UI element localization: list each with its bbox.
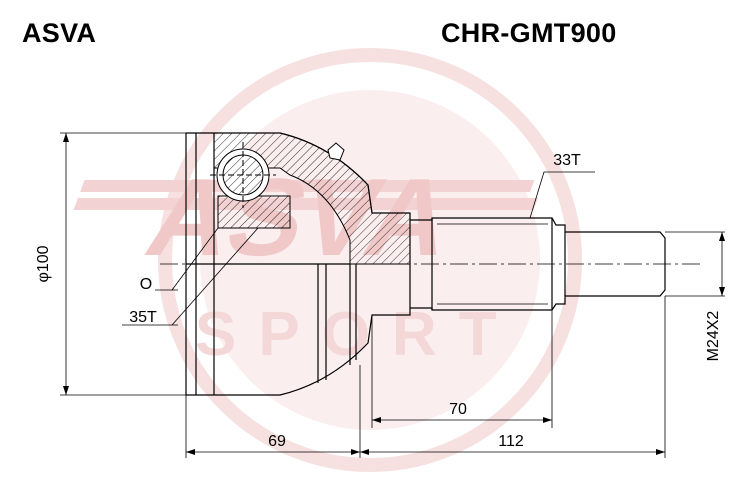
- inner-splines-label: 35T: [129, 309, 157, 326]
- overall-length-label: 112: [498, 433, 524, 450]
- shaft-length-label: 70: [449, 401, 467, 418]
- outer-splines-label: 33T: [553, 152, 581, 169]
- brand-title: ASVA: [22, 18, 97, 48]
- watermark-logo: ASVA SPORT: [73, 48, 582, 472]
- o-ring-label: O: [140, 276, 152, 293]
- diameter-label: φ100: [35, 245, 52, 282]
- boot-clamp: [327, 142, 345, 161]
- leader-lines: [122, 171, 595, 326]
- stub-shaft: [410, 217, 666, 311]
- part-number: CHR-GMT900: [441, 18, 617, 48]
- ball-cage: [210, 142, 276, 208]
- dimension-arrows: [63, 133, 725, 455]
- thread-label: M24X2: [705, 311, 722, 362]
- dimension-lines: [60, 132, 725, 458]
- housing-length-label: 69: [268, 433, 286, 450]
- watermark-sub-text: SPORT: [195, 300, 519, 369]
